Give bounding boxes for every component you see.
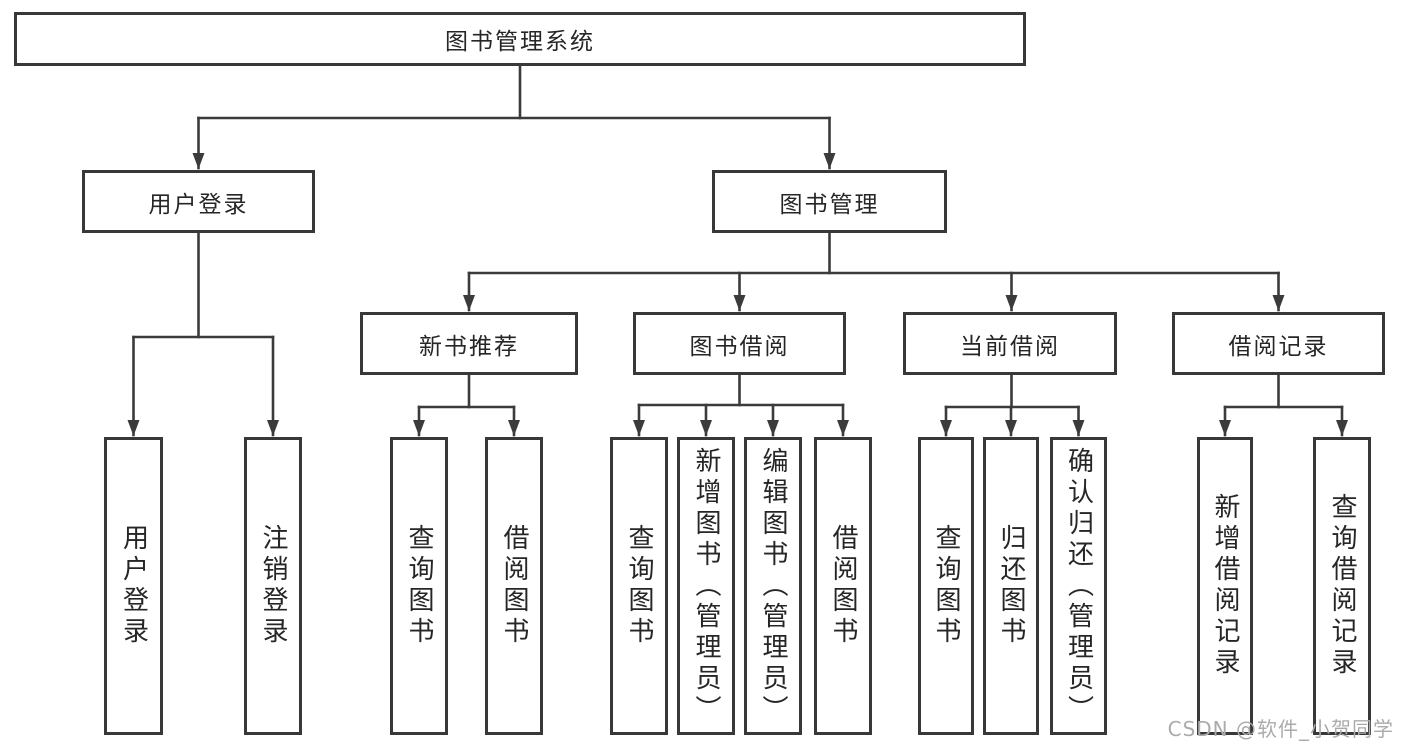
node-user-login-label: 用户登录 bbox=[148, 191, 249, 218]
leaf-logout-login: 注销登录 bbox=[244, 437, 302, 735]
leaf-bb-borrow-books-label: 借阅图书 bbox=[828, 524, 858, 648]
leaf-cb-query-books-label: 查询图书 bbox=[931, 524, 961, 648]
leaf-bb-edit-books-admin: 编辑图书（管理员） bbox=[744, 437, 802, 735]
leaf-cb-confirm-return-admin: 确认归还（管理员） bbox=[1050, 437, 1107, 735]
leaf-nbr-query-books-label: 查询图书 bbox=[404, 524, 434, 648]
leaf-nbr-borrow-books: 借阅图书 bbox=[485, 437, 543, 735]
leaf-cb-return-books: 归还图书 bbox=[983, 437, 1039, 735]
leaf-user-login-label: 用户登录 bbox=[118, 524, 149, 648]
leaf-nbr-borrow-books-label: 借阅图书 bbox=[499, 524, 529, 648]
leaf-nbr-query-books: 查询图书 bbox=[390, 437, 448, 735]
csdn-watermark: CSDN @软件_小贺同学 bbox=[1167, 717, 1394, 741]
node-root-label: 图书管理系统 bbox=[445, 29, 595, 55]
leaf-bb-borrow-books: 借阅图书 bbox=[814, 437, 872, 735]
node-new-book-recommend-label: 新书推荐 bbox=[419, 333, 519, 360]
leaf-br-query-borrow-record: 查询借阅记录 bbox=[1313, 437, 1371, 735]
node-book-management-label: 图书管理 bbox=[779, 191, 880, 218]
node-new-book-recommend: 新书推荐 bbox=[360, 312, 578, 375]
node-book-borrowing-label: 图书借阅 bbox=[689, 333, 790, 360]
node-current-borrowing: 当前借阅 bbox=[903, 312, 1117, 375]
leaf-bb-query-books-label: 查询图书 bbox=[624, 524, 654, 648]
node-root-library-system: 图书管理系统 bbox=[14, 12, 1026, 66]
leaf-cb-confirm-return-admin-label: 确认归还（管理员） bbox=[1063, 446, 1094, 726]
leaf-bb-add-books-admin-label: 新增图书（管理员） bbox=[691, 446, 721, 726]
node-book-borrowing: 图书借阅 bbox=[633, 312, 846, 375]
leaf-cb-return-books-label: 归还图书 bbox=[996, 524, 1026, 648]
leaf-br-query-borrow-record-label: 查询借阅记录 bbox=[1327, 493, 1357, 679]
leaf-br-add-borrow-record-label: 新增借阅记录 bbox=[1210, 493, 1240, 679]
leaf-br-add-borrow-record: 新增借阅记录 bbox=[1197, 437, 1253, 735]
leaf-bb-add-books-admin: 新增图书（管理员） bbox=[677, 437, 735, 735]
node-current-borrowing-label: 当前借阅 bbox=[960, 333, 1060, 360]
node-user-login: 用户登录 bbox=[82, 170, 315, 233]
leaf-bb-query-books: 查询图书 bbox=[610, 437, 668, 735]
leaf-cb-query-books: 查询图书 bbox=[918, 437, 974, 735]
leaf-user-login: 用户登录 bbox=[104, 437, 163, 735]
node-borrowing-records-label: 借阅记录 bbox=[1228, 333, 1329, 360]
node-book-management: 图书管理 bbox=[712, 170, 947, 233]
node-borrowing-records: 借阅记录 bbox=[1172, 312, 1385, 375]
leaf-bb-edit-books-admin-label: 编辑图书（管理员） bbox=[758, 446, 788, 726]
leaf-logout-login-label: 注销登录 bbox=[258, 524, 288, 648]
